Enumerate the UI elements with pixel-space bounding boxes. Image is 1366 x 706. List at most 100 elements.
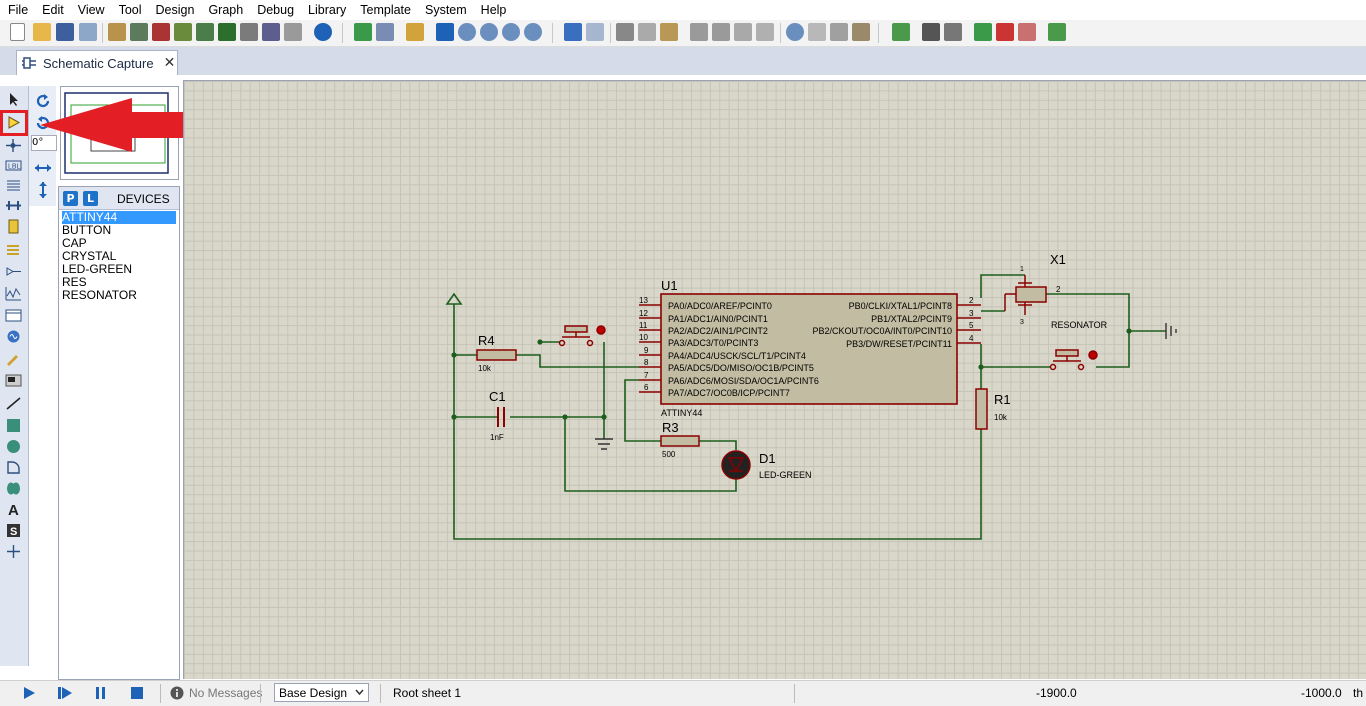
tape-recorder-icon[interactable] <box>5 308 22 323</box>
device-item-cap[interactable]: CAP <box>62 236 87 250</box>
packaging-tool-icon[interactable] <box>830 23 848 41</box>
make-device-icon[interactable] <box>808 23 826 41</box>
tab-schematic-capture[interactable]: Schematic Capture ✕ <box>16 50 178 75</box>
menu-graph[interactable]: Graph <box>208 3 244 17</box>
mirror-vertical-icon[interactable] <box>35 181 51 199</box>
origin-icon[interactable] <box>406 23 424 41</box>
text-script-icon[interactable] <box>5 178 22 193</box>
device-item-button[interactable]: BUTTON <box>62 223 112 237</box>
resistor-r3[interactable] <box>660 435 700 447</box>
copy-icon[interactable] <box>638 23 656 41</box>
exit-to-parent-icon[interactable] <box>1018 23 1036 41</box>
menu-file[interactable]: File <box>8 3 29 17</box>
zoom-in-icon[interactable] <box>458 23 476 41</box>
stop-icon[interactable] <box>130 686 144 700</box>
schematic-icon[interactable] <box>130 23 148 41</box>
3d-view-icon[interactable] <box>174 23 192 41</box>
device-item-res[interactable]: RES <box>62 275 87 289</box>
junction-dot-icon[interactable] <box>5 138 22 153</box>
symbol-icon[interactable]: S <box>5 523 22 538</box>
circle-icon[interactable] <box>5 439 22 454</box>
resistor-r1[interactable] <box>975 388 988 430</box>
marker-icon[interactable] <box>5 544 22 559</box>
menu-view[interactable]: View <box>77 3 105 17</box>
device-item-led-green[interactable]: LED-GREEN <box>62 262 133 276</box>
subcircuit-icon[interactable] <box>5 219 22 234</box>
save-icon[interactable] <box>56 23 74 41</box>
rotation-angle-field[interactable]: 0° <box>31 135 57 151</box>
zoom-out-icon[interactable] <box>480 23 498 41</box>
source-code-icon[interactable] <box>262 23 280 41</box>
voltage-probe-icon[interactable] <box>5 351 22 366</box>
new-file-icon[interactable] <box>10 23 25 41</box>
home-icon[interactable] <box>108 23 126 41</box>
schematic-canvas[interactable]: U1 ATTINY44 PA0/ADC0/AREF/PCINT0 PA1/ADC… <box>183 80 1366 679</box>
grid-toggle-icon[interactable] <box>376 23 394 41</box>
path-icon[interactable] <box>5 481 22 496</box>
terminal-icon[interactable] <box>5 242 22 257</box>
close-icon[interactable]: ✕ <box>163 55 176 71</box>
menu-tool[interactable]: Tool <box>118 3 142 17</box>
pan-icon[interactable] <box>436 23 454 41</box>
device-pin-icon[interactable] <box>5 264 22 279</box>
library-manager-button[interactable]: L <box>83 191 98 206</box>
generator-icon[interactable] <box>5 329 22 344</box>
notes-icon[interactable] <box>284 23 302 41</box>
virtual-instrument-icon[interactable] <box>5 373 22 388</box>
cut-icon[interactable] <box>616 23 634 41</box>
text-icon[interactable]: A <box>5 502 22 517</box>
button-sw1[interactable] <box>558 325 606 347</box>
rotate-clockwise-icon[interactable] <box>34 92 52 110</box>
capacitor-c1[interactable] <box>497 407 505 427</box>
play-icon[interactable] <box>22 686 36 700</box>
import-icon[interactable] <box>79 23 97 41</box>
menu-system[interactable]: System <box>424 3 467 17</box>
bus-icon[interactable] <box>5 198 22 213</box>
menu-debug[interactable]: Debug <box>257 3 295 17</box>
block-move-icon[interactable] <box>712 23 730 41</box>
new-sheet-icon[interactable] <box>974 23 992 41</box>
device-item-resonator[interactable]: RESONATOR <box>62 288 137 302</box>
resonator-x1[interactable] <box>1004 275 1047 315</box>
pause-icon[interactable] <box>94 686 108 700</box>
refresh-icon[interactable] <box>354 23 372 41</box>
resistor-r4[interactable] <box>476 349 517 361</box>
redo-icon[interactable] <box>586 23 604 41</box>
undo-icon[interactable] <box>564 23 582 41</box>
search-tag-icon[interactable] <box>922 23 940 41</box>
button-sw2[interactable] <box>1049 349 1098 371</box>
block-rotate-icon[interactable] <box>734 23 752 41</box>
decompose-icon[interactable] <box>852 23 870 41</box>
block-delete-icon[interactable] <box>756 23 774 41</box>
selection-mode-icon[interactable] <box>5 92 22 107</box>
help-icon[interactable] <box>314 23 332 41</box>
pick-devices-button[interactable]: P <box>63 191 78 206</box>
gerber-icon[interactable] <box>196 23 214 41</box>
arc-icon[interactable] <box>5 460 22 475</box>
menu-library[interactable]: Library <box>308 3 347 17</box>
menu-template[interactable]: Template <box>360 3 411 17</box>
open-folder-icon[interactable] <box>33 23 51 41</box>
electrical-rule-check-icon[interactable] <box>1048 23 1066 41</box>
wire-autorouter-icon[interactable] <box>892 23 910 41</box>
design-explorer-icon[interactable] <box>218 23 236 41</box>
pick-device-icon[interactable] <box>786 23 804 41</box>
menu-design[interactable]: Design <box>155 3 195 17</box>
graph-icon[interactable] <box>5 286 22 301</box>
menu-edit[interactable]: Edit <box>42 3 64 17</box>
line-icon[interactable] <box>5 396 22 411</box>
component-mode-icon[interactable] <box>5 115 22 130</box>
zoom-all-icon[interactable] <box>502 23 520 41</box>
messages-status[interactable]: No Messages <box>189 686 263 700</box>
mirror-horizontal-icon[interactable] <box>34 160 52 176</box>
step-icon[interactable] <box>57 686 73 700</box>
pcb-layout-icon[interactable] <box>152 23 170 41</box>
led-d1[interactable] <box>721 450 751 480</box>
device-item-attiny44[interactable]: ATTINY44 <box>62 211 176 224</box>
property-tool-icon[interactable] <box>944 23 962 41</box>
bom-icon[interactable] <box>240 23 258 41</box>
menu-help[interactable]: Help <box>480 3 507 17</box>
remove-sheet-icon[interactable] <box>996 23 1014 41</box>
design-variant-select[interactable]: Base Design <box>274 683 369 702</box>
device-item-crystal[interactable]: CRYSTAL <box>62 249 117 263</box>
